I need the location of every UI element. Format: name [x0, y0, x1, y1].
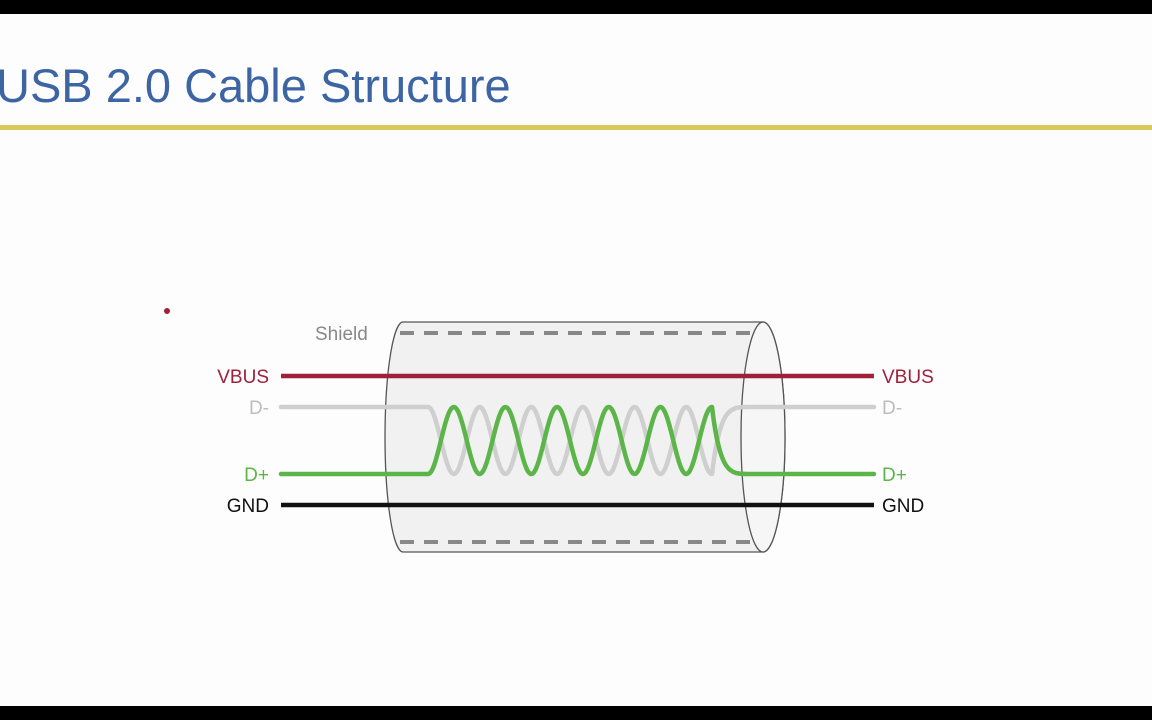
- left-dplus-label: D+: [244, 465, 269, 486]
- slide: USB 2.0 Cable Structure Shield VBUS D- D…: [0, 14, 1152, 706]
- right-vbus-label: VBUS: [882, 367, 934, 388]
- right-gnd-label: GND: [882, 496, 924, 517]
- left-gnd-label: GND: [227, 496, 269, 517]
- bullet-dot: [164, 308, 170, 314]
- left-vbus-label: VBUS: [217, 367, 269, 388]
- left-dminus-label: D-: [249, 398, 269, 419]
- slide-title: USB 2.0 Cable Structure: [0, 59, 511, 112]
- cable-end-face: [740, 321, 786, 553]
- title-underline: [0, 125, 1152, 130]
- right-dplus-label: D+: [882, 465, 907, 486]
- usb-cable-diagram: Shield VBUS D- D+ GND VBUS D- D+ GND: [217, 321, 934, 553]
- shield-label: Shield: [315, 324, 368, 345]
- cable-body: [384, 321, 786, 553]
- right-dminus-label: D-: [882, 398, 902, 419]
- d-plus-wire: [278, 404, 877, 477]
